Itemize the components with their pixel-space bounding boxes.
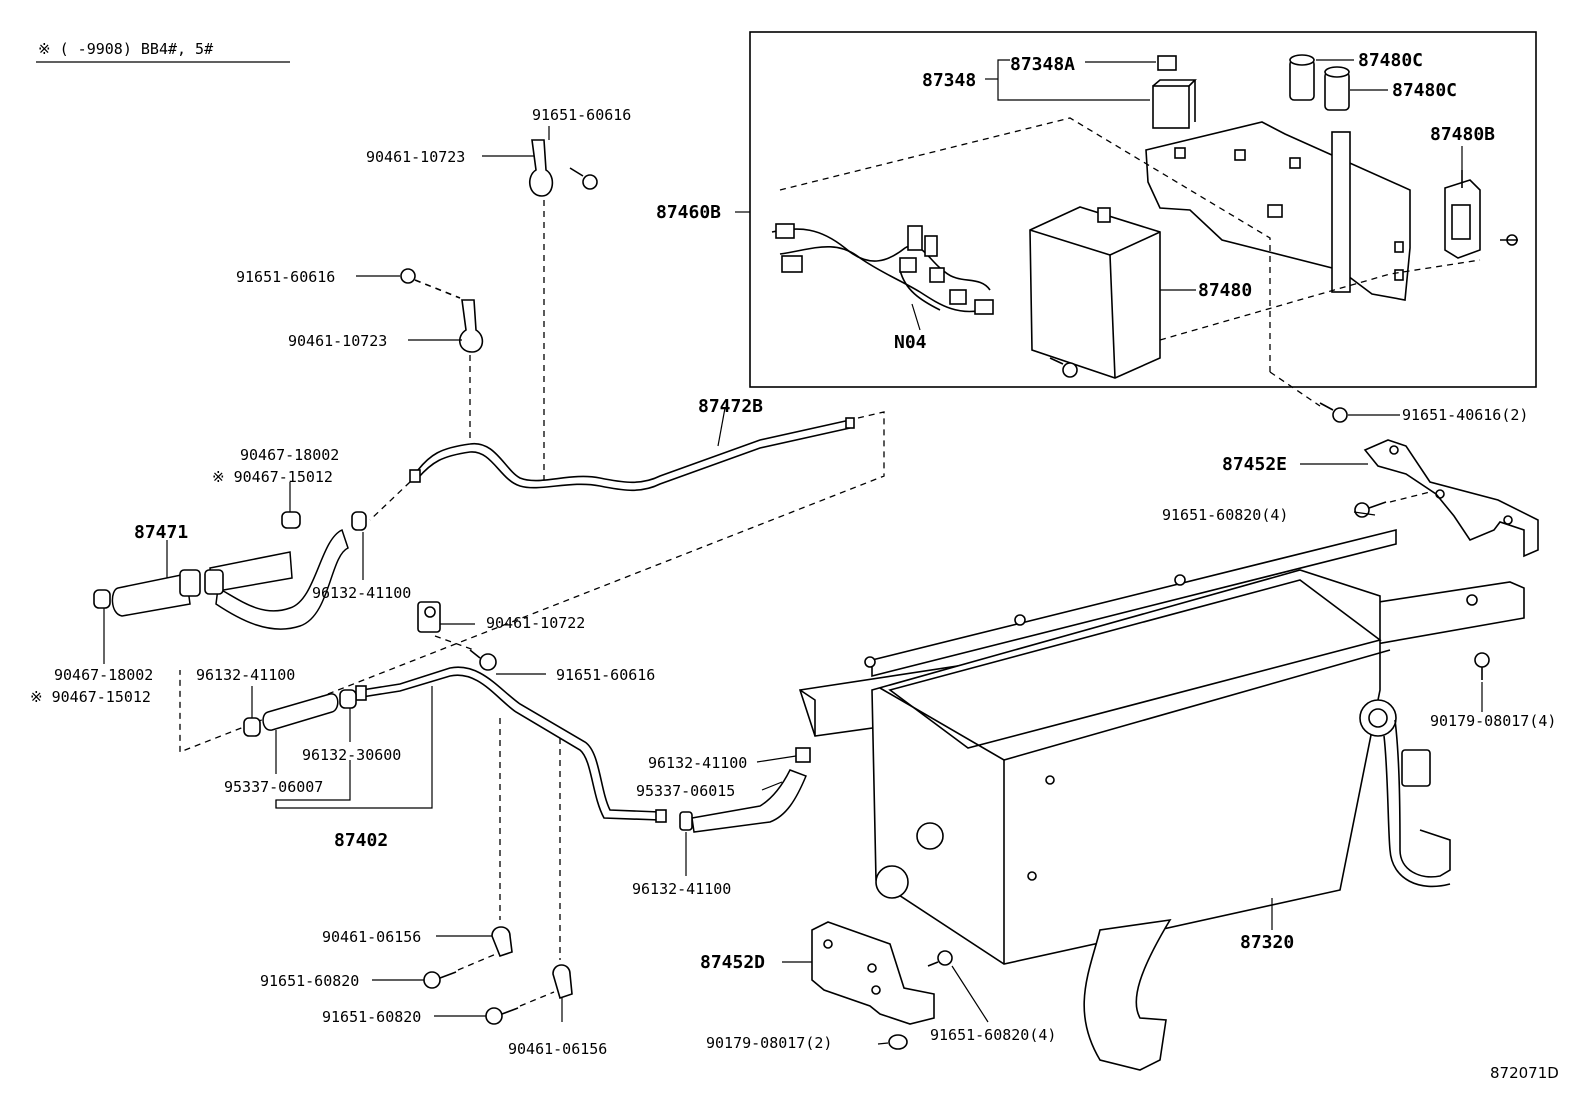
relay-87480C-right[interactable] bbox=[1324, 66, 1350, 111]
clamp-90461-10722[interactable] bbox=[417, 601, 441, 633]
label-90467-15012-upper[interactable]: ※ 90467-15012 bbox=[212, 468, 333, 486]
label-96132-41100-left[interactable]: 96132-41100 bbox=[196, 666, 295, 684]
label-96132-41100-upper[interactable]: 96132-41100 bbox=[312, 584, 411, 602]
clip-90467-18002-upper[interactable] bbox=[281, 511, 301, 529]
label-87480C-2[interactable]: 87480C bbox=[1392, 80, 1457, 101]
label-96132-41100-right[interactable]: 96132-41100 bbox=[648, 754, 747, 772]
fuse-87348A[interactable] bbox=[1157, 55, 1177, 71]
label-90467-18002-lower[interactable]: 90467-18002 bbox=[54, 666, 153, 684]
label-90467-18002-upper[interactable]: 90467-18002 bbox=[240, 446, 339, 464]
clamp-90461-10723-lower[interactable] bbox=[459, 299, 484, 353]
label-87471[interactable]: 87471 bbox=[134, 522, 188, 543]
control-unit-87480[interactable] bbox=[1029, 206, 1161, 379]
label-96132-41100-bottom[interactable]: 96132-41100 bbox=[632, 880, 731, 898]
clamp-96132-41100-upper[interactable] bbox=[351, 511, 367, 531]
label-90179-08017-2[interactable]: 90179-08017(2) bbox=[706, 1034, 832, 1052]
label-87348A[interactable]: 87348A bbox=[1010, 54, 1075, 75]
bolt-91651-40616[interactable] bbox=[1319, 402, 1348, 423]
label-90467-15012-lower[interactable]: ※ 90467-15012 bbox=[30, 688, 151, 706]
label-87480B[interactable]: 87480B bbox=[1430, 124, 1495, 145]
clip-90467-18002-lower[interactable] bbox=[93, 589, 111, 609]
label-91651-60616-mid[interactable]: 91651-60616 bbox=[236, 268, 335, 286]
bolt-91651-60616-mid[interactable] bbox=[400, 268, 461, 299]
inset-assembly-line-b bbox=[1159, 259, 1481, 341]
label-95337-06015[interactable]: 95337-06015 bbox=[636, 782, 735, 800]
pipe-87472B[interactable] bbox=[409, 417, 855, 492]
bracket-87452D[interactable] bbox=[811, 921, 935, 1025]
label-91651-60820-4-lower[interactable]: 91651-60820(4) bbox=[930, 1026, 1056, 1044]
clamp-90461-06156-lower[interactable] bbox=[552, 964, 573, 1000]
bolt-91651-60616-upper[interactable] bbox=[569, 167, 598, 190]
clamp-90461-10723-upper[interactable] bbox=[529, 139, 554, 197]
label-87480[interactable]: 87480 bbox=[1198, 280, 1252, 301]
label-91651-60616-top[interactable]: 91651-60616 bbox=[532, 106, 631, 124]
dash-87452E bbox=[1389, 491, 1431, 503]
dash-hose-loop bbox=[179, 411, 885, 753]
clamp-96132-41100-right[interactable] bbox=[795, 747, 811, 763]
label-87460B[interactable]: 87460B bbox=[656, 202, 721, 223]
clamp-90461-06156-upper[interactable] bbox=[491, 926, 513, 957]
label-87480C-1[interactable]: 87480C bbox=[1358, 50, 1423, 71]
bolt-91651-60820-lower[interactable] bbox=[485, 1007, 519, 1025]
mounting-bracket-plate[interactable] bbox=[1145, 121, 1411, 301]
label-N04[interactable]: N04 bbox=[894, 332, 927, 353]
label-95337-06007[interactable]: 95337-06007 bbox=[224, 778, 323, 796]
label-90461-06156-lower[interactable]: 90461-06156 bbox=[508, 1040, 607, 1058]
pipe-87402[interactable] bbox=[355, 666, 667, 823]
dash-60820-a bbox=[457, 953, 497, 971]
label-90461-06156-upper[interactable]: 90461-06156 bbox=[322, 928, 421, 946]
part-callouts: 87348A 87348 87480C 87480C 87480B 87460B… bbox=[30, 50, 1556, 1058]
heater-unit-87320[interactable] bbox=[798, 528, 1525, 1071]
label-91651-60820-4-right[interactable]: 91651-60820(4) bbox=[1162, 506, 1288, 524]
clamp-96132-41100-left[interactable] bbox=[243, 717, 261, 737]
label-91651-60820-upper[interactable]: 91651-60820 bbox=[260, 972, 359, 990]
label-91651-60616-lower[interactable]: 91651-60616 bbox=[556, 666, 655, 684]
ecu-bolt bbox=[1049, 357, 1078, 378]
relay-87348[interactable] bbox=[1152, 79, 1197, 129]
clamp-96132-30600[interactable] bbox=[339, 689, 357, 709]
label-87452E[interactable]: 87452E bbox=[1222, 454, 1287, 475]
relay-87480C-left[interactable] bbox=[1289, 54, 1315, 101]
label-90461-10723-mid[interactable]: 90461-10723 bbox=[288, 332, 387, 350]
label-87472B[interactable]: 87472B bbox=[698, 396, 763, 417]
dash-clip-87472B bbox=[369, 481, 411, 521]
clamp-96132-41100-bottom[interactable] bbox=[679, 811, 693, 831]
bolt-91651-60616-lower[interactable] bbox=[469, 649, 497, 671]
label-91651-40616-2[interactable]: 91651-40616(2) bbox=[1402, 406, 1528, 424]
label-90179-08017-4[interactable]: 90179-08017(4) bbox=[1430, 712, 1556, 730]
nut-90179-08017-lower[interactable] bbox=[888, 1034, 908, 1050]
dash-10722 bbox=[434, 635, 475, 651]
hose-87471[interactable] bbox=[111, 528, 349, 630]
label-87402[interactable]: 87402 bbox=[334, 830, 388, 851]
relay-87480B[interactable] bbox=[1444, 170, 1518, 259]
bolt-91651-60820-upper[interactable] bbox=[423, 971, 457, 989]
label-87348[interactable]: 87348 bbox=[922, 70, 976, 91]
label-87320[interactable]: 87320 bbox=[1240, 932, 1294, 953]
hose-95337-06007[interactable] bbox=[262, 693, 339, 731]
leader-lines bbox=[103, 59, 1483, 1045]
label-90461-10723-top[interactable]: 90461-10723 bbox=[366, 148, 465, 166]
bolt-90179-08017-right[interactable] bbox=[1474, 652, 1490, 680]
label-96132-30600[interactable]: 96132-30600 bbox=[302, 746, 401, 764]
hose-95337-06015[interactable] bbox=[691, 769, 807, 833]
label-91651-60820-lower[interactable]: 91651-60820 bbox=[322, 1008, 421, 1026]
wire-harness-N04[interactable] bbox=[771, 223, 994, 315]
dash-60820-b bbox=[519, 991, 555, 1007]
label-90461-10722[interactable]: 90461-10722 bbox=[486, 614, 585, 632]
inset-assembly-line-a bbox=[779, 117, 1271, 372]
inset-box-87460B bbox=[749, 31, 1537, 388]
inset-assembly-line-c bbox=[1269, 371, 1321, 407]
bracket-87452E[interactable] bbox=[1363, 439, 1539, 558]
diagram-reference-code: 872071D bbox=[1490, 1064, 1559, 1082]
bolt-91651-60820-87452D[interactable] bbox=[927, 950, 953, 967]
applicability-note: ※ ( -9908) BB4#, 5# bbox=[38, 40, 213, 58]
label-87452D[interactable]: 87452D bbox=[700, 952, 765, 973]
